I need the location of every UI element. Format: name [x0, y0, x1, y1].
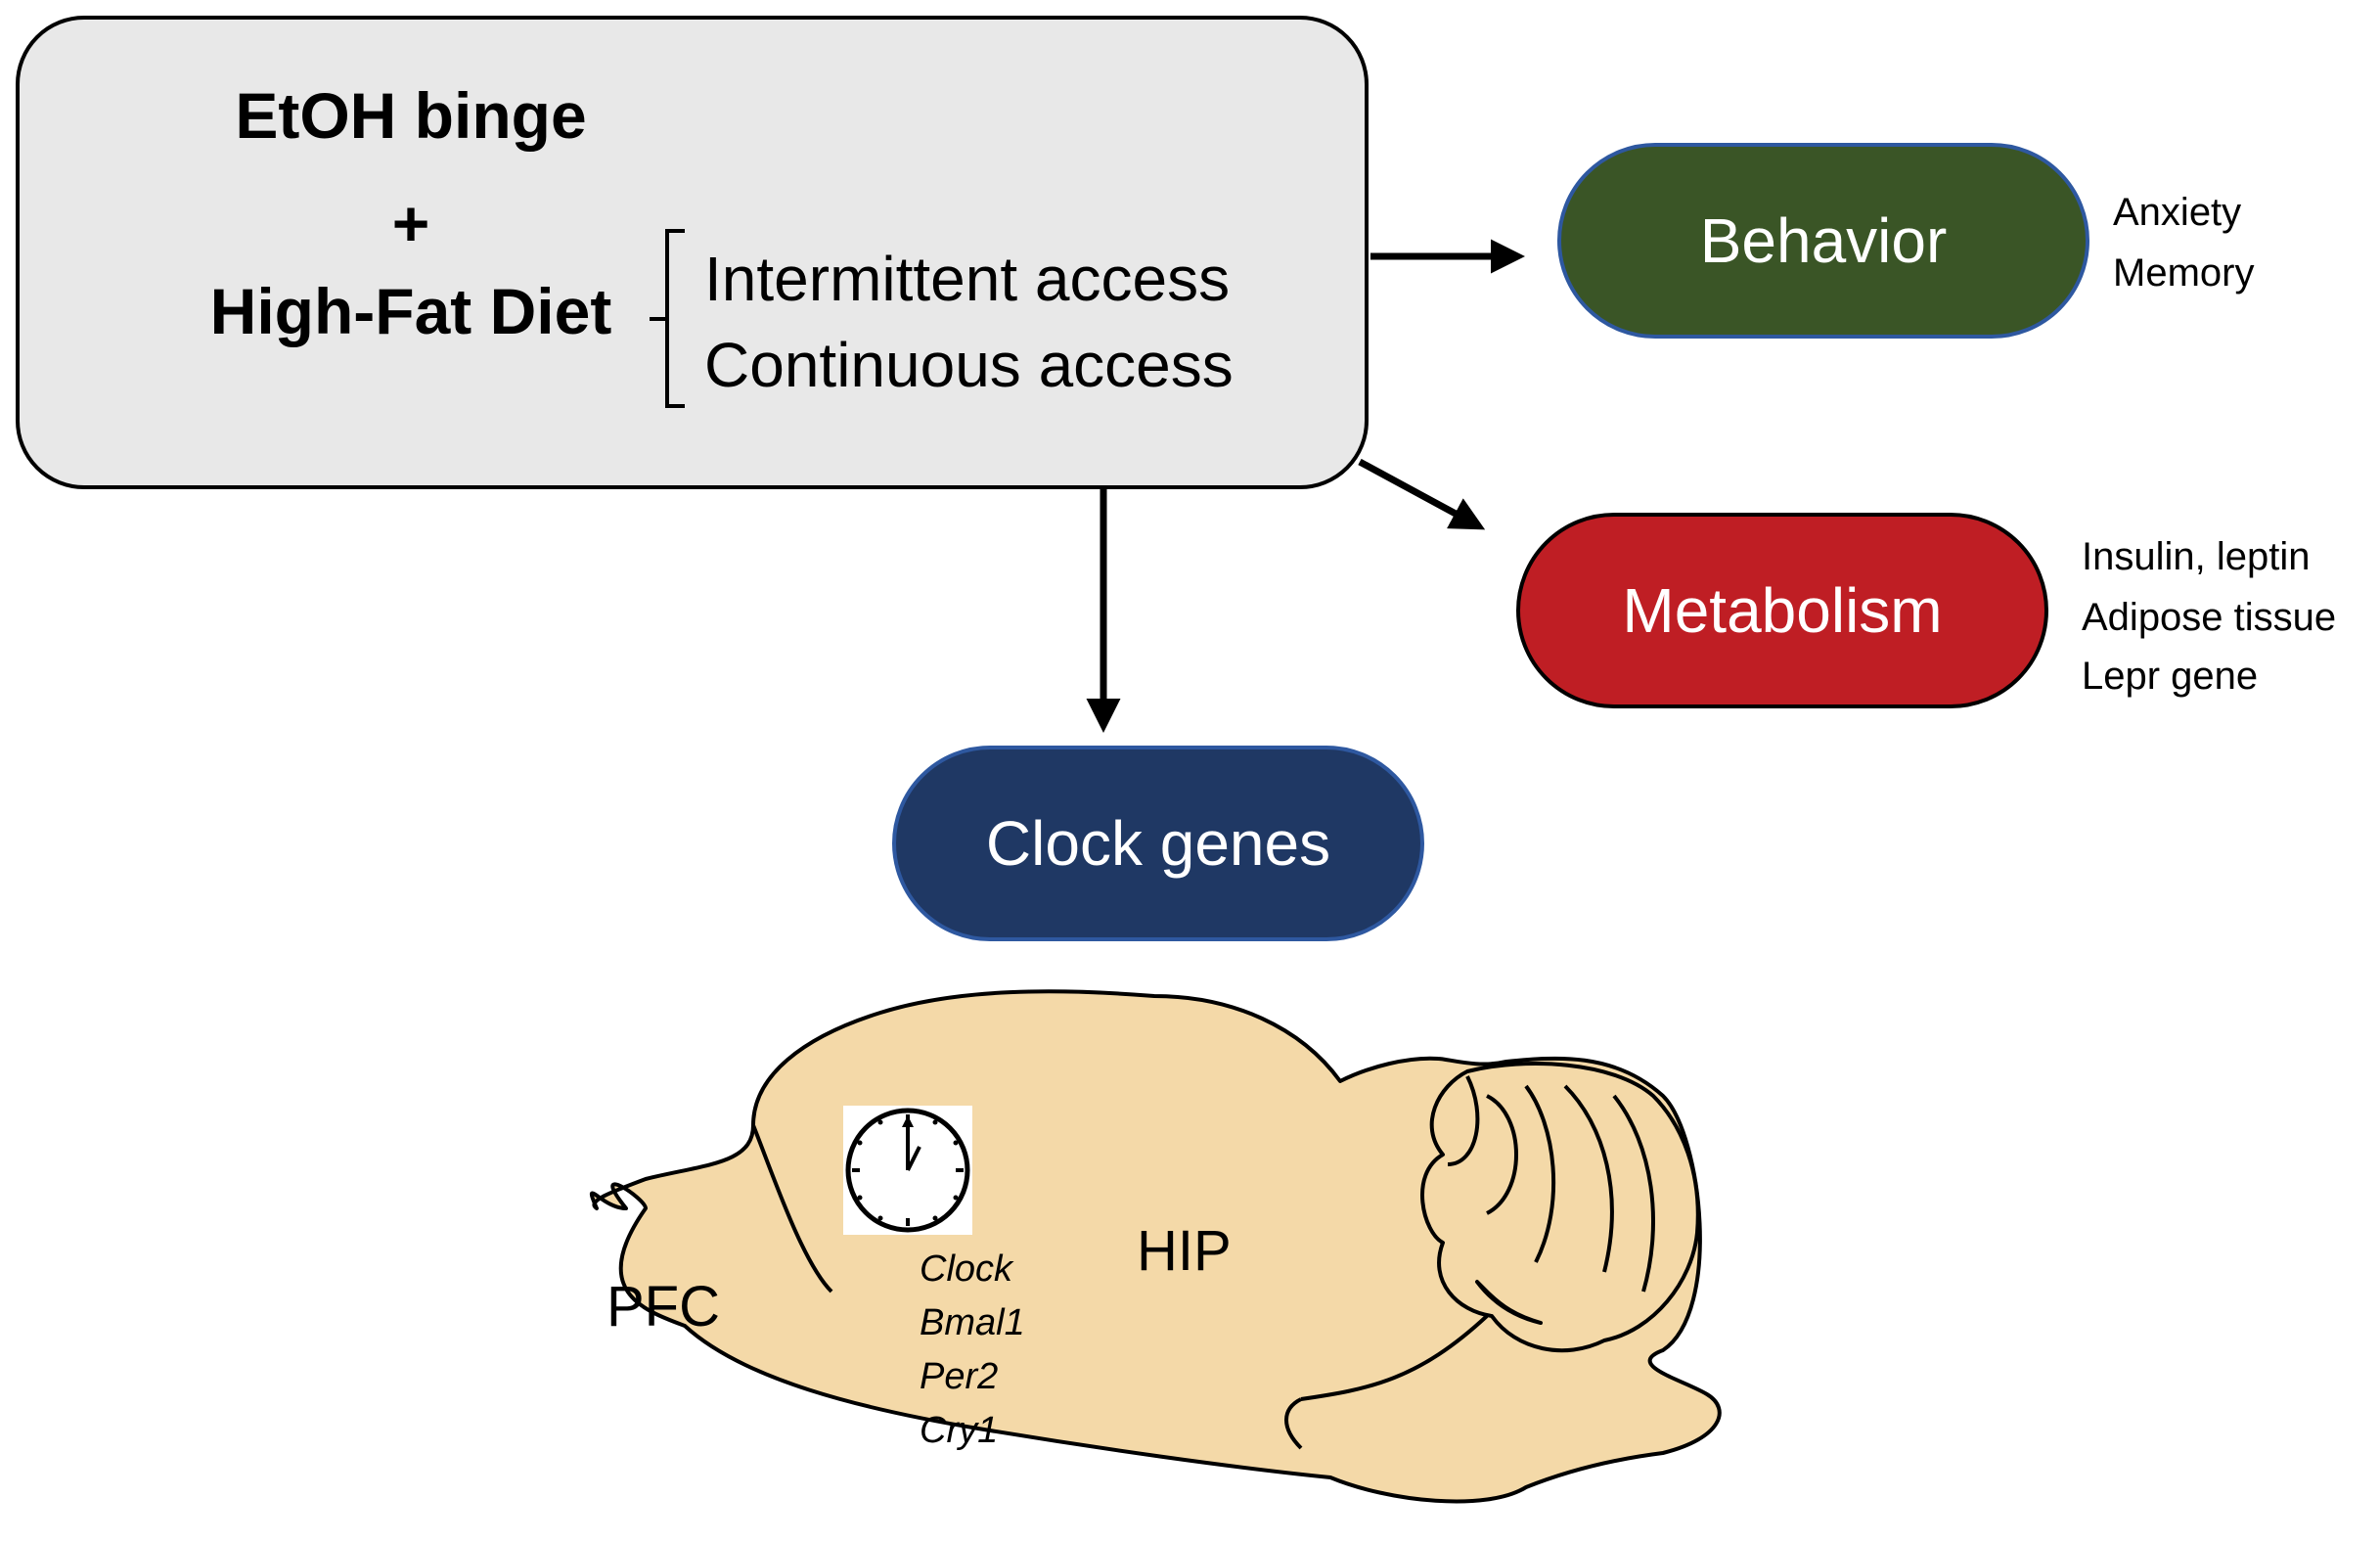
behavior-node: Behavior	[1557, 143, 2089, 339]
gene-bmal1: Bmal1	[920, 1302, 1025, 1343]
gene-per2: Per2	[920, 1356, 999, 1397]
behavior-item-anxiety: Anxiety	[2113, 191, 2242, 234]
pfc-label: PFC	[606, 1275, 720, 1339]
metabolism-node: Metabolism	[1516, 513, 2048, 708]
plus-sign: +	[391, 187, 430, 259]
option-intermittent-access: Intermittent access	[704, 244, 1231, 314]
high-fat-diet-label: High-Fat Diet	[209, 275, 612, 347]
hip-label: HIP	[1137, 1219, 1232, 1283]
etoh-binge-label: EtOH binge	[235, 79, 587, 152]
cerebellum	[1420, 1062, 1700, 1353]
metabolism-item-adipose-tissue: Adipose tissue	[2082, 596, 2337, 639]
gene-cry1: Cry1	[920, 1410, 999, 1451]
clock-icon	[843, 1106, 972, 1235]
option-continuous-access: Continuous access	[704, 330, 1234, 400]
metabolism-item-insulin-leptin: Insulin, leptin	[2082, 535, 2311, 578]
options-bracket	[650, 229, 685, 408]
ventricle	[1475, 1280, 1543, 1325]
arrow-to-metabolism	[1358, 458, 1486, 530]
clock-genes-node: Clock genes	[892, 746, 1424, 941]
treatment-box	[16, 16, 1369, 489]
gene-clock: Clock	[920, 1248, 1013, 1290]
metabolism-item-lepr-gene: Lepr gene	[2082, 655, 2259, 698]
behavior-item-memory: Memory	[2113, 251, 2255, 295]
